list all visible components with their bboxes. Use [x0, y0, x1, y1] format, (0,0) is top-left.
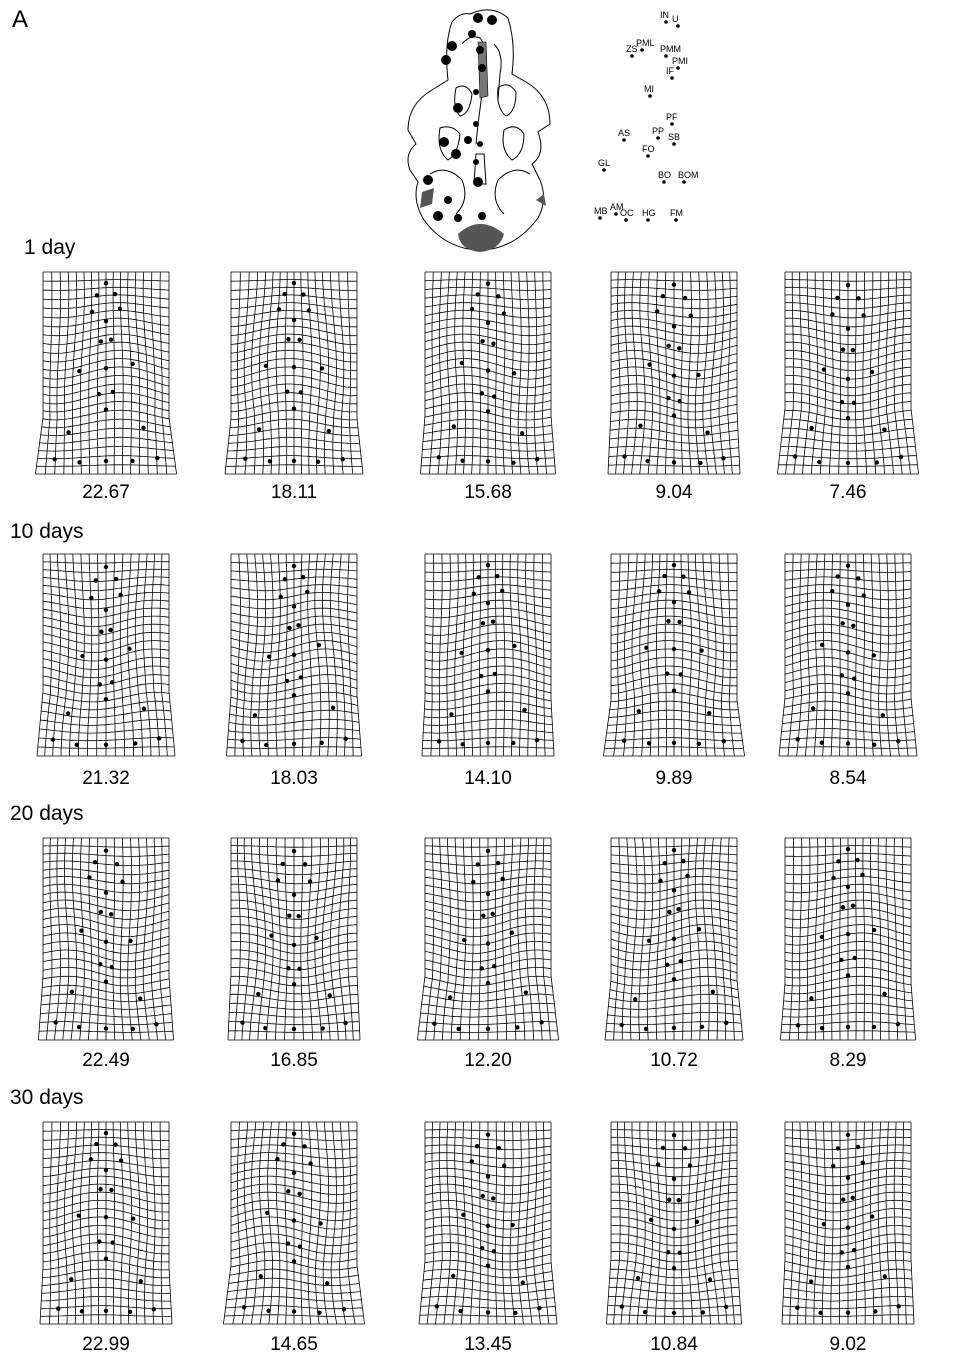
grid-value: 10.72 — [614, 1050, 734, 1072]
grid-value: 22.49 — [46, 1050, 166, 1072]
landmark-dot — [662, 180, 666, 184]
deformation-grid — [410, 832, 566, 1046]
landmark-label-in: IN — [660, 10, 669, 20]
landmark-label-pmi: PMI — [672, 56, 688, 66]
landmark-dot — [664, 20, 668, 24]
age-label: 30 days — [10, 1086, 84, 1110]
landmark-dot — [602, 168, 606, 172]
landmark-dot — [674, 218, 678, 222]
deformation-grid — [596, 548, 752, 762]
landmark-label-sb: SB — [668, 132, 680, 142]
deformation-grid — [28, 548, 184, 762]
grid-value: 22.99 — [46, 1334, 166, 1356]
age-label: 1 day — [24, 236, 75, 260]
landmark-dot — [614, 212, 618, 216]
landmark-label-oc: OC — [620, 208, 634, 218]
landmark-label-pp: PP — [652, 126, 664, 136]
landmark-label-bo: BO — [658, 170, 671, 180]
landmark-dot — [670, 122, 674, 126]
deformation-grid — [28, 832, 184, 1046]
landmark-label-fm: FM — [670, 208, 683, 218]
landmark-dot — [630, 54, 634, 58]
grid-value: 15.68 — [428, 482, 548, 504]
grid-value: 16.85 — [234, 1050, 354, 1072]
grid-value: 22.67 — [46, 482, 166, 504]
grid-value: 8.54 — [788, 768, 908, 790]
landmark-dot — [598, 216, 602, 220]
landmark-label-fo: FO — [642, 144, 655, 154]
deformation-grid — [216, 1116, 372, 1330]
grid-value: 12.20 — [428, 1050, 548, 1072]
grid-value: 14.65 — [234, 1334, 354, 1356]
landmark-label-if: IF — [666, 66, 675, 76]
deformation-grid — [216, 548, 372, 762]
landmark-label-u: U — [672, 14, 679, 24]
grid-value: 7.46 — [788, 482, 908, 504]
landmark-label-pmm: PMM — [660, 44, 681, 54]
deformation-grid — [770, 1116, 926, 1330]
landmark-dot — [656, 136, 660, 140]
grid-value: 10.84 — [614, 1334, 734, 1356]
grid-value: 9.02 — [788, 1334, 908, 1356]
landmark-label-pml: PML — [636, 38, 655, 48]
landmark-dot — [676, 66, 680, 70]
landmark-label-mi: MI — [644, 84, 654, 94]
landmark-dot — [670, 76, 674, 80]
deformation-grid — [28, 266, 184, 480]
deformation-grid — [770, 832, 926, 1046]
deformation-grid — [596, 1116, 752, 1330]
panel-label: A — [12, 6, 28, 34]
deformation-grid — [410, 1116, 566, 1330]
landmark-dot — [646, 218, 650, 222]
landmark-dot — [676, 24, 680, 28]
landmark-dot — [646, 154, 650, 158]
deformation-grid — [770, 548, 926, 762]
landmark-label-as: AS — [618, 128, 630, 138]
deformation-grid — [410, 266, 566, 480]
landmark-dot — [664, 54, 668, 58]
deformation-grid — [410, 548, 566, 762]
deformation-grid — [28, 1116, 184, 1330]
grid-value: 18.03 — [234, 768, 354, 790]
grid-value: 9.04 — [614, 482, 734, 504]
grid-value: 8.29 — [788, 1050, 908, 1072]
deformation-grid — [596, 832, 752, 1046]
landmark-label-gl: GL — [598, 158, 610, 168]
landmark-label-zs: ZS — [626, 44, 638, 54]
landmark-dot — [648, 94, 652, 98]
skull-diagram — [400, 4, 560, 256]
deformation-grid — [770, 266, 926, 480]
age-label: 10 days — [10, 520, 84, 544]
landmark-label-hg: HG — [642, 208, 656, 218]
landmark-dot — [640, 48, 644, 52]
landmark-map: INUPMLZSPMMPMIIFMIPFASPPSBFOGLBOBOMMBAMO… — [588, 2, 708, 228]
grid-value: 9.89 — [614, 768, 734, 790]
landmark-dot — [682, 180, 686, 184]
grid-value: 21.32 — [46, 768, 166, 790]
deformation-grid — [216, 266, 372, 480]
grid-value: 18.11 — [234, 482, 354, 504]
landmark-label-pf: PF — [666, 112, 678, 122]
grid-value: 14.10 — [428, 768, 548, 790]
landmark-label-bom: BOM — [678, 170, 699, 180]
landmark-dot — [622, 138, 626, 142]
landmark-dot — [624, 218, 628, 222]
landmark-label-mb: MB — [594, 206, 608, 216]
grid-value: 13.45 — [428, 1334, 548, 1356]
age-label: 20 days — [10, 802, 84, 826]
landmark-dot — [672, 142, 676, 146]
deformation-grid — [596, 266, 752, 480]
deformation-grid — [216, 832, 372, 1046]
